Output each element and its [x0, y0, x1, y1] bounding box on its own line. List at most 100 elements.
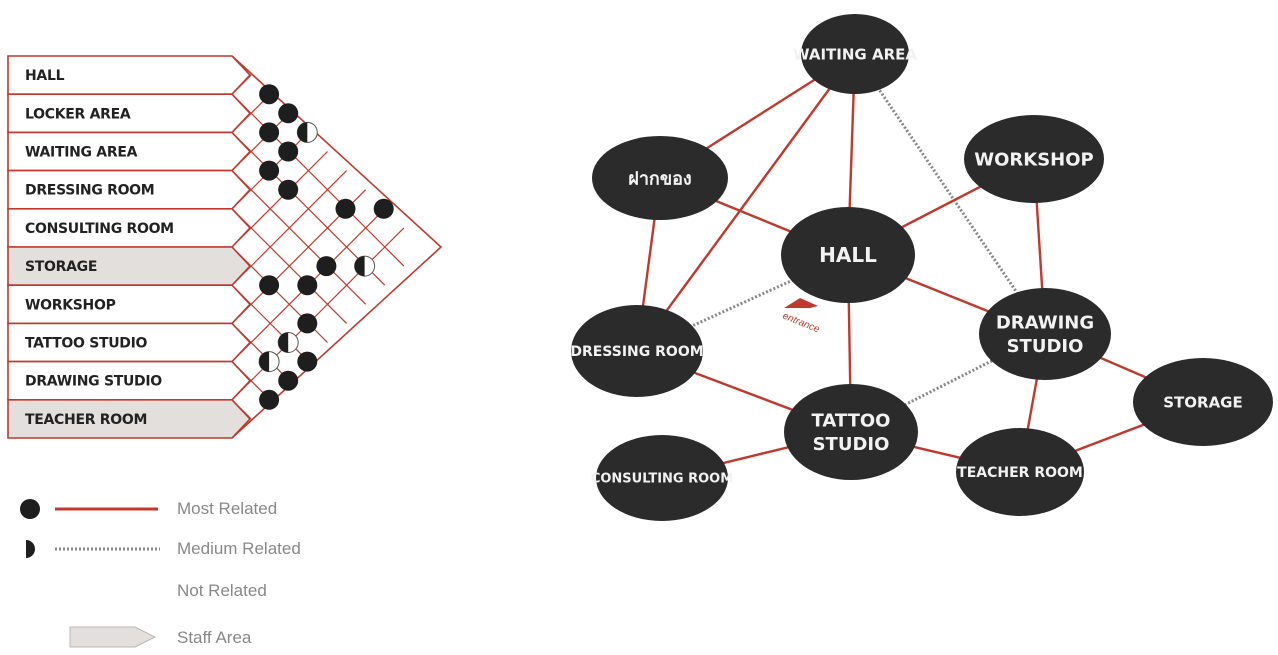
matrix-row: HALL: [7, 55, 252, 95]
row-box: [7, 131, 252, 172]
matrix-grid-line: [231, 170, 348, 286]
most-related-marker: [278, 103, 299, 124]
bubble-shape: [781, 207, 915, 303]
bubble-shape: [784, 384, 918, 480]
bubble-label: TATTOO: [812, 411, 891, 432]
bubble-label: STORAGE: [1163, 393, 1243, 411]
bubble-links: [635, 52, 1204, 480]
row-label: CONSULTING ROOM: [25, 221, 174, 237]
medium-related-marker: [277, 332, 299, 353]
bubble-label: STUDIO: [1007, 336, 1084, 357]
entrance-marker: entrance: [781, 298, 821, 336]
matrix-grid-line: [231, 227, 405, 401]
bubble-label: WAITING AREA: [793, 45, 917, 63]
row-label: TATTOO STUDIO: [25, 336, 148, 352]
legend-most-marker: [20, 499, 40, 519]
row-label: WAITING AREA: [25, 145, 138, 161]
most-related-marker: [259, 275, 280, 296]
most-related-link: [636, 53, 856, 352]
bubble-shape: [1133, 358, 1273, 446]
most-related-marker: [297, 275, 318, 296]
matrix-row: DRAWING STUDIO: [7, 360, 252, 401]
matrix-row: WORKSHOP: [7, 284, 252, 325]
bubble-label: TEACHER ROOM: [957, 465, 1083, 481]
bubble-label: HALL: [819, 243, 877, 267]
most-related-marker: [297, 313, 318, 334]
medium-related-marker: [258, 351, 280, 373]
bubble-label: WORKSHOP: [974, 149, 1094, 170]
medium-related-link: [853, 53, 1047, 335]
matrix-row: DRESSING ROOM: [7, 169, 252, 210]
bubble-nodes: WAITING AREA ฝากของ WORKSHOP HALL DRESSING R…: [570, 14, 1273, 521]
row-label: WORKSHOP: [25, 297, 116, 313]
bubble-diagram: entrance WAITING AREA ฝากของ WORKSHOP HALL D…: [570, 14, 1273, 521]
most-related-marker: [259, 122, 280, 143]
most-related-marker: [297, 351, 318, 372]
bubble-label: STUDIO: [813, 434, 890, 455]
entrance-arrow-icon: [784, 298, 818, 308]
legend-medium-marker: [26, 540, 35, 558]
bubble-label: DRESSING ROOM: [570, 344, 703, 360]
room-bubble-workshop: WORKSHOP: [964, 115, 1104, 203]
matrix-relation-markers: [258, 84, 394, 410]
most-related-marker: [259, 160, 280, 181]
most-related-marker: [335, 198, 356, 219]
row-label: HALL: [25, 68, 65, 84]
most-related-marker: [259, 389, 280, 410]
matrix-row: CONSULTING ROOM: [7, 208, 252, 248]
most-related-marker: [373, 198, 394, 219]
row-box: [7, 55, 252, 95]
room-bubble-consulting: CONSULTING ROOM: [591, 435, 733, 521]
bubble-label: ฝากของ: [628, 168, 691, 189]
matrix-row: WAITING AREA: [7, 131, 252, 172]
room-bubble-hall: HALL: [781, 207, 915, 303]
row-box: [7, 208, 252, 248]
bubble-label: CONSULTING ROOM: [591, 472, 733, 487]
bubble-shape: [596, 435, 728, 521]
bubble-label: DRAWING: [996, 313, 1094, 334]
row-label: STORAGE: [25, 259, 97, 275]
bubble-shape: [801, 14, 909, 94]
staff-area-row-box: [7, 246, 252, 287]
medium-related-marker: [354, 255, 376, 277]
row-box: [7, 322, 252, 363]
bubble-shape: [956, 428, 1084, 516]
most-related-marker: [259, 84, 280, 105]
bubble-shape: [571, 305, 703, 397]
bubble-shape: [592, 136, 728, 220]
matrix-row-labels: HALL LOCKER AREA WAITING AREA DRESSING ROOM…: [7, 55, 252, 439]
staff-area-row-box: [7, 398, 252, 439]
legend-not-label: Not Related: [177, 581, 267, 600]
most-related-marker: [278, 370, 299, 391]
matrix-grid-line: [231, 93, 405, 267]
room-bubble-locker: ฝากของ: [592, 136, 728, 220]
row-box: [7, 284, 252, 325]
row-label: TEACHER ROOM: [25, 412, 147, 428]
matrix-grid: [231, 55, 443, 439]
room-bubble-dressing: DRESSING ROOM: [570, 305, 704, 397]
most-related-marker: [278, 179, 299, 200]
legend-staff-label: Staff Area: [177, 628, 252, 647]
row-label: LOCKER AREA: [25, 106, 131, 122]
row-box: [7, 169, 252, 210]
matrix-outline: [231, 55, 443, 439]
matrix-row: LOCKER AREA: [7, 93, 252, 134]
row-box: [7, 93, 252, 134]
most-related-marker: [316, 256, 337, 277]
matrix-row: TEACHER ROOM: [7, 398, 252, 439]
room-bubble-waiting: WAITING AREA: [793, 14, 917, 94]
bubble-shape: [964, 115, 1104, 203]
matrix-grid-line: [231, 170, 367, 305]
most-related-marker: [278, 141, 299, 162]
legend: Most Related Medium Related Not Related …: [20, 499, 301, 648]
row-label: DRESSING ROOM: [25, 183, 154, 199]
staff-area-swatch: [69, 626, 157, 648]
row-label: DRAWING STUDIO: [25, 374, 162, 390]
legend-most-label: Most Related: [177, 499, 277, 518]
matrix-row: STORAGE: [7, 246, 252, 287]
bubble-shape: [979, 288, 1111, 380]
room-bubble-teacher: TEACHER ROOM: [956, 428, 1084, 516]
